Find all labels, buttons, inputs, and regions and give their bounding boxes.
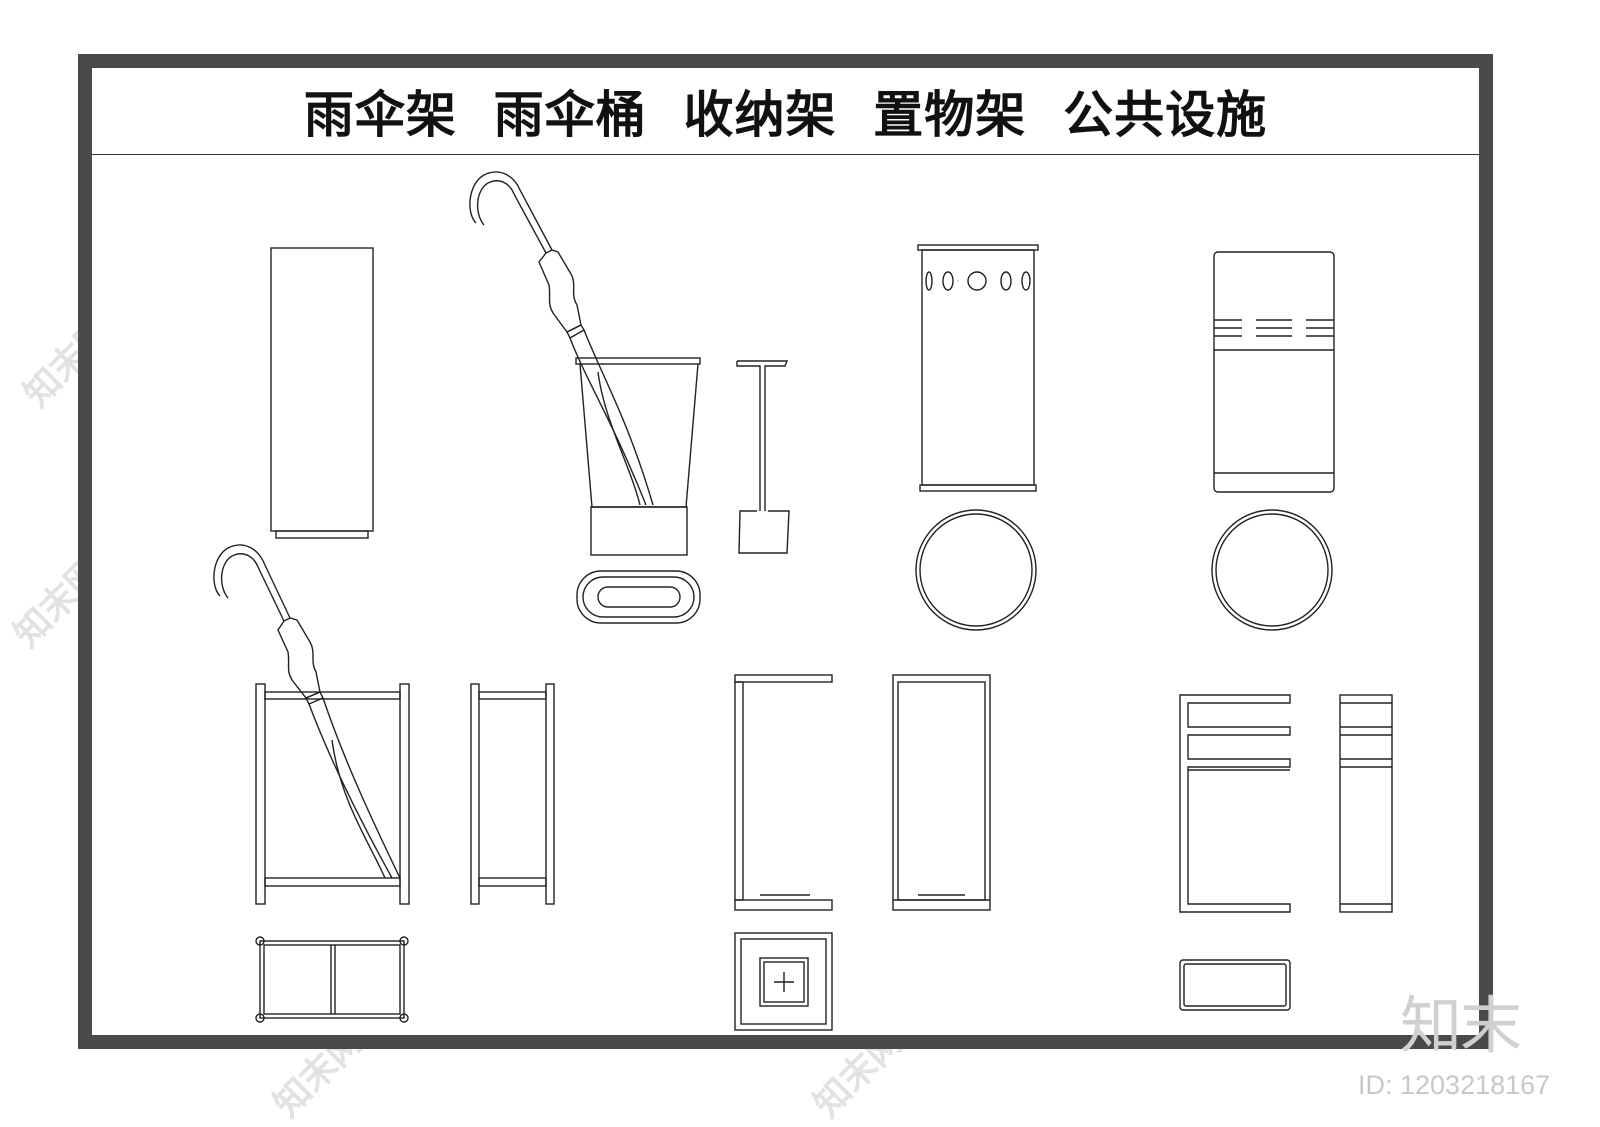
rect-plan-dots xyxy=(256,937,408,1022)
frame-stand-with-umbrella xyxy=(214,545,409,904)
narrow-side-stand xyxy=(1340,695,1392,912)
rounded-rect-plan xyxy=(1180,960,1290,1010)
round-plan-1 xyxy=(916,510,1036,630)
side-profile-stand xyxy=(737,361,789,553)
watermark-id: ID: 1203218167 xyxy=(1358,1070,1550,1101)
striped-bin xyxy=(1214,252,1334,492)
tall-rect-stand xyxy=(271,248,373,538)
cup-bin-with-umbrella xyxy=(470,172,700,555)
c-shaped-stand xyxy=(735,675,832,910)
box-frame-stand xyxy=(893,675,990,910)
e-shaped-stand xyxy=(1180,695,1290,912)
round-plan-2 xyxy=(1212,510,1332,630)
frame-side-view xyxy=(471,684,554,904)
oval-base-plan xyxy=(577,571,700,623)
square-plan-cross xyxy=(735,933,832,1030)
cylinder-bin-holes xyxy=(918,245,1038,491)
watermark-logo: 知末 xyxy=(1400,975,1520,1065)
